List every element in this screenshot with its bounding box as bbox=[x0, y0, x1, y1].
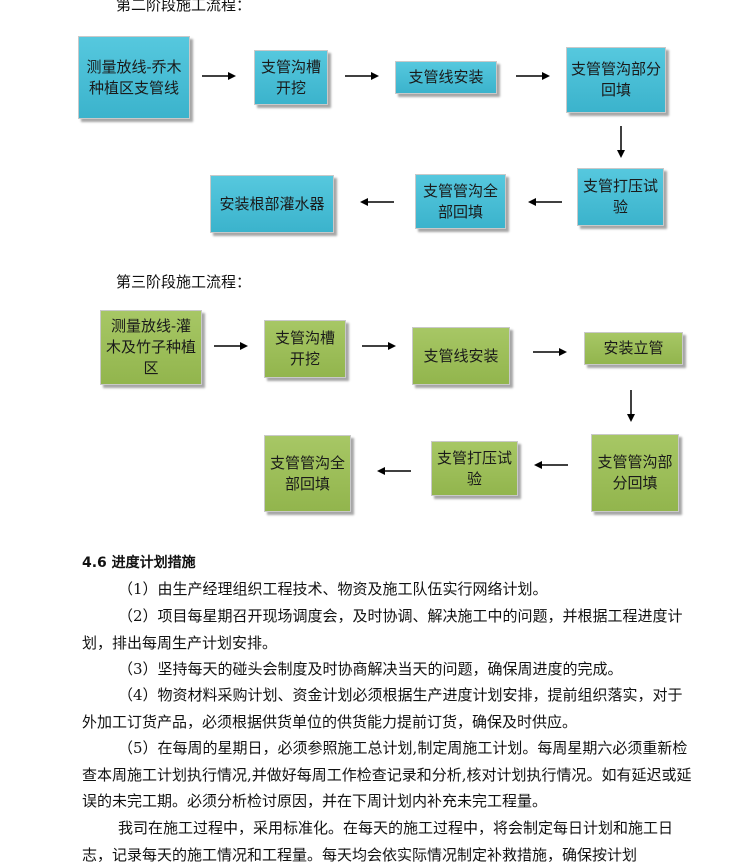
arrow-left-icon bbox=[360, 198, 394, 206]
stage3-step-5: 支管管沟部分回填 bbox=[591, 434, 679, 512]
arrow-right-icon bbox=[345, 72, 379, 80]
stage2-step-4: 支管管沟部分回填 bbox=[566, 47, 666, 113]
arrow-left-icon bbox=[377, 467, 411, 475]
stage3-step-1: 测量放线-灌木及竹子种植区 bbox=[100, 310, 202, 385]
stage3-step-4: 安装立管 bbox=[584, 332, 683, 365]
stage2-step-7: 安装根部灌水器 bbox=[210, 175, 334, 233]
arrow-down-icon bbox=[627, 390, 635, 422]
arrow-right-icon bbox=[214, 342, 248, 350]
paragraph-6: 我司在施工过程中，采用标准化。在每天的施工过程中，将会制定每日计划和施工日志，记… bbox=[82, 819, 674, 864]
arrow-right-icon bbox=[202, 72, 236, 80]
stage3-step-3: 支管线安装 bbox=[412, 327, 510, 385]
paragraph-5: （5）在每周的星期日，必须参照施工总计划,制定周施工计划。每周星期六必须重新检查… bbox=[82, 739, 692, 811]
stage3-step-6: 支管打压试验 bbox=[431, 441, 518, 496]
arrow-left-icon bbox=[534, 461, 568, 469]
stage2-step-1: 测量放线-乔木种植区支管线 bbox=[78, 36, 190, 119]
arrow-right-icon bbox=[362, 342, 396, 350]
section-heading: 4.6 进度计划措施 bbox=[82, 555, 196, 571]
paragraph-4: （4）物资材料采购计划、资金计划必须根据生产进度计划安排，提前组织落实，对于外加… bbox=[82, 686, 683, 731]
paragraph-2: （2）项目每星期召开现场调度会，及时协调、解决施工中的问题，并根据工程进度计划，… bbox=[82, 607, 683, 652]
stage2-step-6: 支管管沟全部回填 bbox=[415, 174, 506, 229]
arrow-right-icon bbox=[516, 72, 550, 80]
stage2-title: 第二阶段施工流程： bbox=[116, 0, 252, 14]
stage2-step-5: 支管打压试验 bbox=[577, 168, 664, 226]
arrow-left-icon bbox=[528, 198, 562, 206]
arrow-down-icon bbox=[617, 126, 625, 158]
stage3-title: 第三阶段施工流程： bbox=[116, 273, 252, 291]
stage3-step-2: 支管沟槽开挖 bbox=[264, 320, 346, 378]
stage2-step-2: 支管沟槽开挖 bbox=[254, 50, 328, 105]
paragraph-1: （1）由生产经理组织工程技术、物资及施工队伍实行网络计划。 bbox=[118, 580, 548, 598]
stage3-step-7: 支管管沟全部回填 bbox=[264, 435, 351, 512]
arrow-right-icon bbox=[533, 348, 567, 356]
stage2-step-3: 支管线安装 bbox=[395, 61, 497, 94]
paragraph-3: （3）坚持每天的碰头会制度及时协商解决当天的问题，确保周进度的完成。 bbox=[118, 660, 623, 678]
